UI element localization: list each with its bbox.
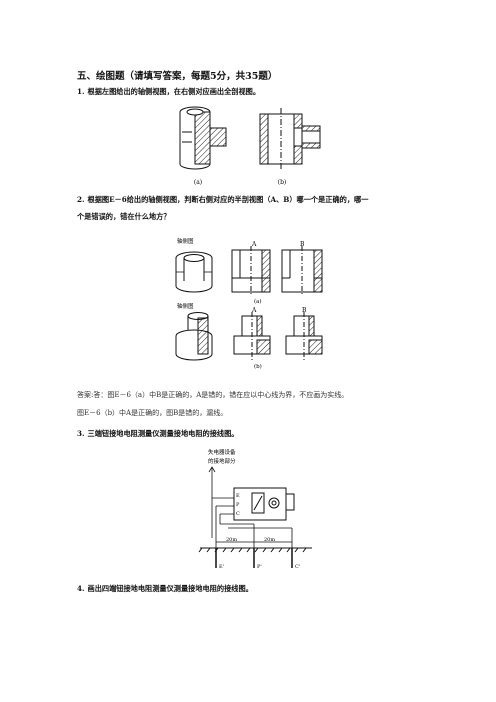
terminal-p: P <box>236 502 240 508</box>
question-1: 1.根据左图给出的轴侧视图，在右侧对应画出全剖视图。 <box>77 87 260 97</box>
iso-label-top: 轴侧图 <box>177 237 194 245</box>
question-number: 2. <box>77 195 85 204</box>
question-number: 3. <box>77 429 85 438</box>
section-view-b <box>259 108 321 170</box>
question-number: 4. <box>77 584 85 593</box>
figure-3-wiring-diagram: 失电器设备 的接地部分 E P C 20m 20m <box>198 448 312 570</box>
figure-1: (a) (b) <box>179 106 321 186</box>
question-2-line1: 2.根据图E－6给出的轴侧视图，判断右侧对应的半剖视图（A、B）哪一个是正确的，… <box>77 195 368 205</box>
distance-2: 20m <box>264 537 275 543</box>
half-section-b-bottom <box>285 312 323 360</box>
earth-resistance-tester <box>233 487 295 521</box>
probe-c: C' <box>295 564 300 570</box>
question-2-line2: 个是错误的，错在什么地方？ <box>77 212 171 221</box>
question-text: 根据左图给出的轴侧视图，在右侧对应画出全剖视图。 <box>87 87 261 96</box>
isometric-view-a <box>179 106 227 170</box>
half-section-a-bottom <box>233 312 271 360</box>
terminal-e: E <box>236 493 240 499</box>
half-section-b-top <box>281 246 323 296</box>
caption-a: (a) <box>254 298 262 305</box>
device-label-line1: 失电器设备 <box>208 448 236 456</box>
question-number: 1. <box>77 87 85 96</box>
terminal-c: C <box>236 511 240 517</box>
label-a-bottom: A <box>251 307 257 314</box>
figure-label-b: (b) <box>278 179 287 186</box>
iso-view-bottom <box>175 312 213 361</box>
question-4: 4.画出四端钮接地电阻测量仪测量接地电阻的接线图。 <box>77 584 253 594</box>
label-a-top: A <box>251 241 257 248</box>
label-b-top: B <box>300 241 305 248</box>
iso-view-top <box>175 251 213 293</box>
figure-2: 轴侧图 A B (a) 轴侧图 A B <box>175 237 323 370</box>
probe-p: P' <box>257 564 262 570</box>
question-text: 画出四端钮接地电阻测量仪测量接地电阻的接线图。 <box>87 584 253 593</box>
question-3: 3.三端钮接地电阻测量仪测量接地电阻的接线图。 <box>77 429 238 439</box>
distance-1: 20m <box>226 537 237 543</box>
device-label-line2: 的接地部分 <box>208 457 236 465</box>
question-text: 三端钮接地电阻测量仪测量接地电阻的接线图。 <box>87 429 239 438</box>
answer-line-2: 图E－6（b）中A是正确的，图B是错的，漏线。 <box>77 409 228 417</box>
figure-label-a: (a) <box>194 179 202 186</box>
ground-probes <box>215 548 293 568</box>
answer-line-1: 答案:答：图E－6（a）中B是正确的，A是错的，错在应以中心线为界，不应画为实线… <box>77 391 349 399</box>
caption-b: (b) <box>254 363 262 370</box>
iso-label-bottom: 轴侧图 <box>177 302 194 310</box>
question-text: 根据图E－6给出的轴侧视图，判断右侧对应的半剖视图（A、B）哪一个是正确的，哪一 <box>87 195 369 204</box>
probe-e: E' <box>219 564 224 570</box>
label-b-bottom: B <box>302 307 307 314</box>
half-section-a-top <box>231 246 271 296</box>
section-title: 五、绘图题（请填写答案，每题5分，共35题） <box>77 71 278 82</box>
